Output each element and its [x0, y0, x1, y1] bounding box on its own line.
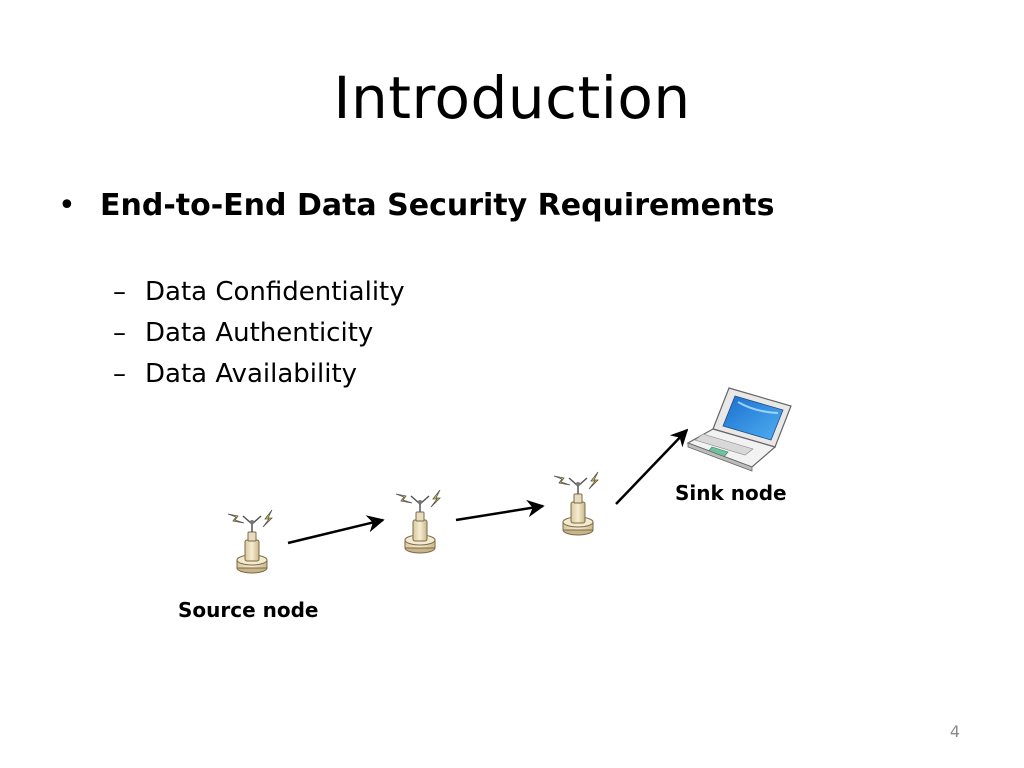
sub-bullet-text: Data Authenticity [145, 318, 374, 348]
sensor-node-icon [553, 471, 599, 536]
sink-node-label: Sink node [675, 481, 787, 505]
page-number: 4 [949, 722, 961, 741]
sub-bullet-marker: – [113, 359, 126, 389]
arrow [455, 499, 545, 522]
arrow [615, 428, 689, 505]
sub-bullet-item: – Data Authenticity [113, 313, 405, 354]
sub-bullet-item: – Data Confidentiality [113, 272, 405, 313]
sub-bullet-list: – Data Confidentiality – Data Authentici… [113, 272, 405, 395]
slide-title: Introduction [333, 64, 691, 132]
sub-bullet-item: – Data Availability [113, 354, 405, 395]
bullet-text: End-to-End Data Security Requirements [100, 188, 775, 223]
sensor-node-icon [395, 489, 441, 554]
sub-bullet-marker: – [113, 277, 126, 307]
laptop-icon [686, 387, 792, 472]
sub-bullet-text: Data Availability [145, 359, 358, 389]
sensor-node-icon [227, 509, 273, 574]
sub-bullet-text: Data Confidentiality [145, 277, 405, 307]
arrow [287, 515, 385, 545]
sub-bullet-marker: – [113, 318, 126, 348]
bullet-marker: • [58, 188, 76, 223]
source-node-label: Source node [178, 598, 319, 622]
main-bullet: • End-to-End Data Security Requirements [58, 186, 775, 226]
